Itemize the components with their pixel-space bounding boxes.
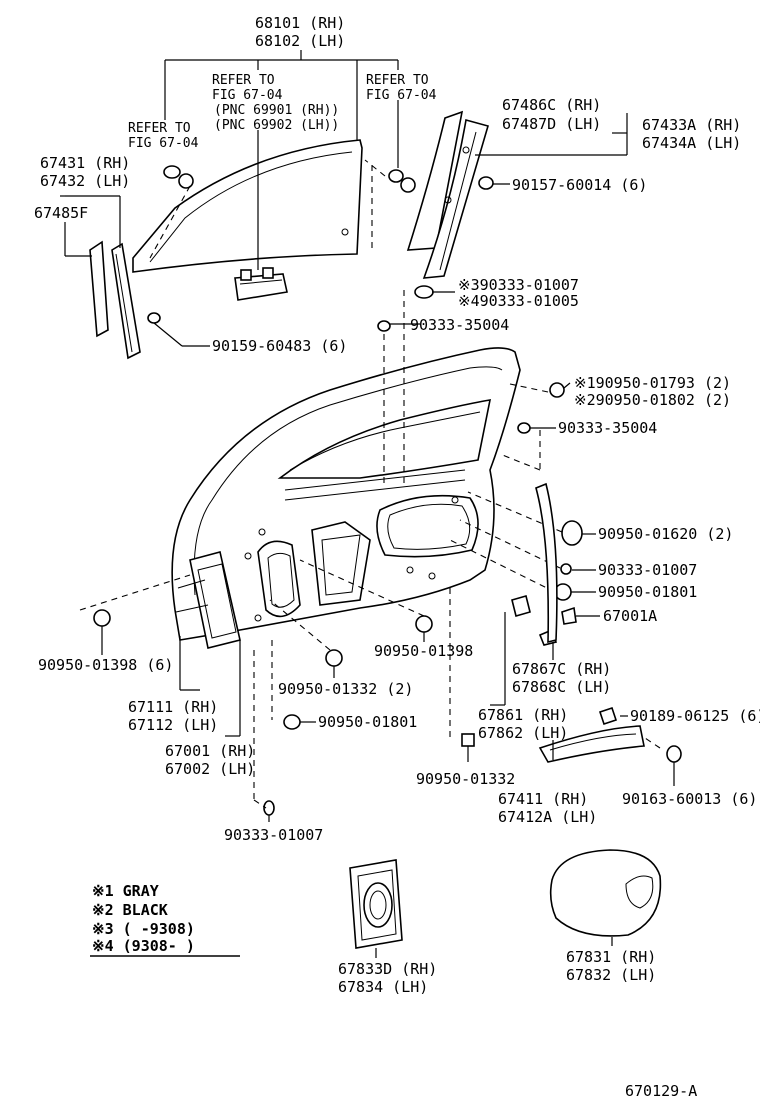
rear-run-channel (406, 110, 494, 279)
callout-seal-rh: 67867C (RH) (512, 660, 611, 678)
callout-bolt-60483: 90159-60483 (6) (212, 337, 347, 355)
callout-bolt-60014: 90157-60014 (6) (512, 176, 647, 194)
callout-hinge-lh: 67412A (LH) (498, 808, 597, 826)
callout-hinge-rh: 67411 (RH) (498, 790, 588, 808)
callout-plug-35004-a: 90333-35004 (410, 316, 509, 334)
callout-clip-s4: ※490333-01005 (458, 292, 579, 310)
callout-screw-06125: 90189-06125 (6) (630, 707, 760, 725)
figure-number: 670129-A (625, 1082, 697, 1100)
callout-plug-01007-b: 90333-01007 (224, 826, 323, 844)
refer-a-line3: (PNC 69901 (RH)) (214, 103, 339, 118)
legend-item-3: ※3 ( -9308) (92, 920, 195, 938)
callout-plug-01332-2: 90950-01332 (2) (278, 680, 413, 698)
door-hinge (538, 706, 682, 763)
callout-run-rear-lh: 67434A (LH) (642, 134, 741, 152)
callout-plug-01620: 90950-01620 (2) (598, 525, 733, 543)
legend-item-1: ※1 GRAY (92, 882, 159, 900)
callout-glass-lh: 68102 (LH) (255, 32, 345, 50)
armrest-pad (549, 849, 662, 937)
refer-a-line4: (PNC 69902 (LH)) (214, 118, 339, 133)
refer-b-line2: FIG 67-04 (128, 136, 199, 151)
callout-panel-lh: 67002 (LH) (165, 760, 255, 778)
refer-a-line2: FIG 67-04 (212, 88, 283, 103)
callout-seal-lh: 67868C (LH) (512, 678, 611, 696)
callout-plug-01332: 90950-01332 (416, 770, 515, 788)
glass-callout-lines (164, 50, 399, 270)
dashed-leaders (79, 290, 563, 809)
refer-c-line1: REFER TO (366, 73, 429, 88)
callout-plug-01398: 90950-01398 (374, 642, 473, 660)
front-run-callout-lines (64, 195, 121, 257)
glass-channel-bracket (234, 267, 288, 301)
callout-plug-01398-6: 90950-01398 (6) (38, 656, 173, 674)
callout-clip-s3: ※390333-01007 (458, 276, 579, 294)
callout-wstrip-rh: 67111 (RH) (128, 698, 218, 716)
glass-clips (149, 159, 416, 259)
callout-run-front-lh: 67432 (LH) (40, 172, 130, 190)
speaker-cover (349, 859, 403, 949)
callout-run-rear-c: 67486C (RH) (502, 96, 601, 114)
callout-glass-rh: 68101 (RH) (255, 14, 345, 32)
callout-run-rear-d: 67487D (LH) (502, 115, 601, 133)
callout-plug-01007-a: 90333-01007 (598, 561, 697, 579)
callout-wstrip-lh: 67112 (LH) (128, 716, 218, 734)
callout-labels: 68101 (RH) 68102 (LH) REFER TO FIG 67-04… (34, 14, 760, 996)
refer-a-line1: REFER TO (212, 73, 275, 88)
callout-part-67001a: 67001A (603, 607, 657, 625)
callout-pad-lh: 67832 (LH) (566, 966, 656, 984)
color-legend: ※1 GRAY ※2 BLACK ※3 ( -9308) ※4 (9308- ) (90, 882, 240, 957)
callout-film-rh: 67861 (RH) (478, 706, 568, 724)
callout-plug-35004-b: 90333-35004 (558, 419, 657, 437)
refer-c-line2: FIG 67-04 (366, 88, 437, 103)
callout-cover-lh: 67834 (LH) (338, 978, 428, 996)
front-run-channel (89, 240, 210, 360)
callout-run-front-rh: 67431 (RH) (40, 154, 130, 172)
door-weatherstrip-side (511, 482, 558, 660)
rear-run-callout-lines (475, 113, 628, 185)
door-panel (171, 347, 521, 649)
callout-leaders (60, 195, 675, 958)
callout-run-rear-rh: 67433A (RH) (642, 116, 741, 134)
callout-run-front-f: 67485F (34, 204, 88, 222)
callout-cover-rh: 67833D (RH) (338, 960, 437, 978)
callout-plug-01801-a: 90950-01801 (598, 583, 697, 601)
legend-item-4: ※4 (9308- ) (92, 937, 195, 955)
callout-pad-rh: 67831 (RH) (566, 948, 656, 966)
legend-item-2: ※2 BLACK (92, 901, 168, 919)
callout-bolt-60013: 90163-60013 (6) (622, 790, 757, 808)
door-glass (132, 139, 363, 273)
callout-plug-01802: ※290950-01802 (2) (574, 391, 731, 409)
callout-film-lh: 67862 (LH) (478, 724, 568, 742)
callout-panel-rh: 67001 (RH) (165, 742, 255, 760)
callout-plug-01793: ※190950-01793 (2) (574, 374, 731, 392)
callout-plug-01801-b: 90950-01801 (318, 713, 417, 731)
refer-b-line1: REFER TO (128, 121, 191, 136)
panel-fasteners (93, 285, 583, 816)
